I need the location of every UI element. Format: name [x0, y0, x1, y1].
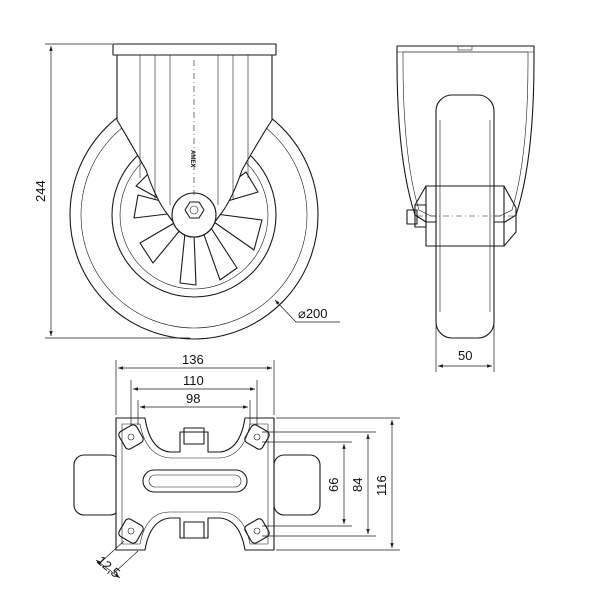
side-wheel — [435, 94, 495, 339]
diameter-label: ⌀200 — [298, 306, 328, 321]
brand-mark: AMEX — [189, 150, 195, 167]
top-wheel-right — [273, 454, 321, 516]
top-view — [73, 417, 321, 551]
side-fork-outline — [396, 45, 535, 223]
width-84-label: 84 — [350, 478, 365, 492]
length-98-label: 98 — [186, 391, 200, 406]
height-dimension: 244 — [33, 43, 190, 339]
bolt-hole-label: 12,5 — [94, 553, 123, 581]
width-66-label: 66 — [326, 478, 341, 492]
center-slot — [142, 469, 248, 493]
side-view — [396, 45, 535, 339]
front-view: AMEX — [69, 43, 319, 340]
width-dimension-label: 50 — [458, 348, 472, 363]
width-dimensions: 116 84 66 — [262, 417, 400, 551]
top-plate-outline — [115, 417, 275, 551]
top-plate — [112, 43, 277, 56]
length-110-label: 110 — [183, 373, 204, 388]
length-dimensions: 136 110 98 — [115, 352, 275, 425]
side-axle-nut — [406, 209, 418, 225]
length-136-label: 136 — [182, 352, 204, 367]
width-116-label: 116 — [374, 475, 389, 496]
width-dimension: 50 — [435, 325, 495, 372]
height-dimension-label: 244 — [33, 180, 48, 202]
top-axle-nut — [183, 427, 205, 445]
top-wheel-left — [73, 454, 121, 516]
diameter-dimension: ⌀200 — [274, 299, 340, 323]
